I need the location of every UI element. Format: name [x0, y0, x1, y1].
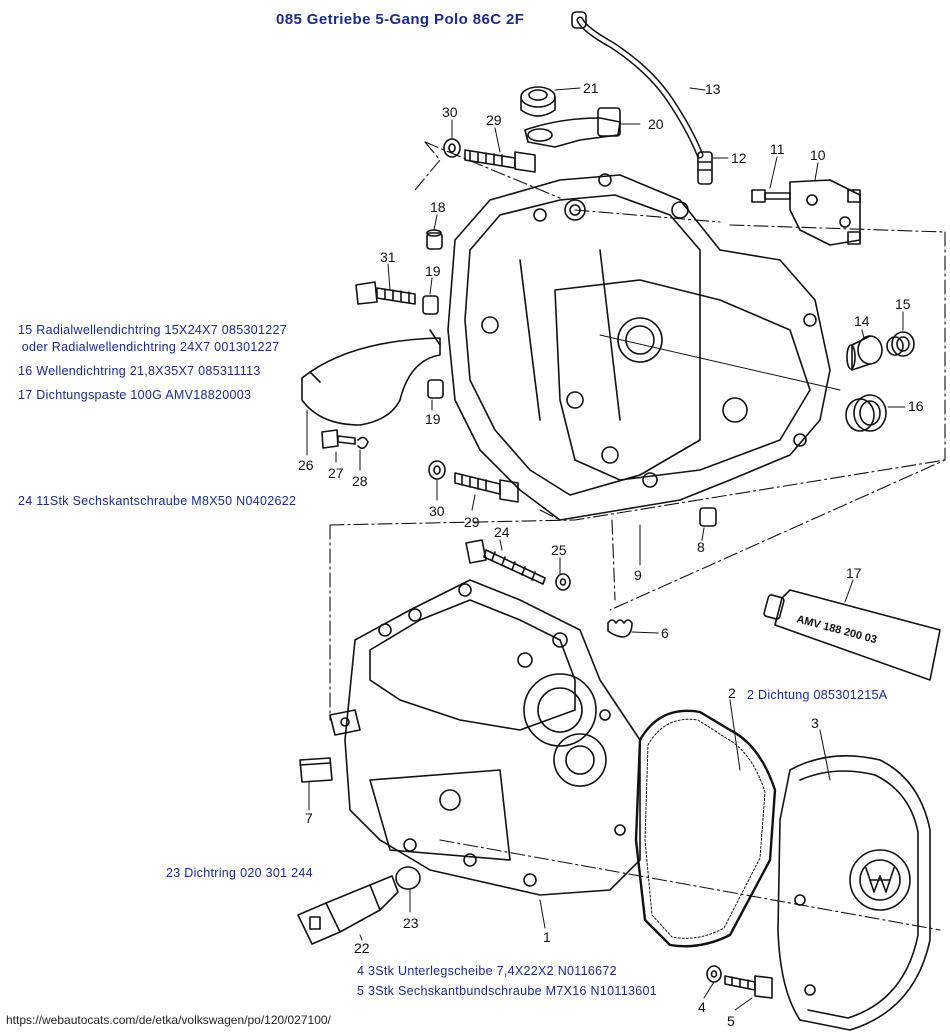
note-23: 23 Dichtring 020 301 244 — [166, 866, 313, 880]
label-30-bottom: 30 — [429, 503, 445, 519]
note-5: 5 3Stk Sechskantbundschraube M7X16 N1011… — [357, 984, 657, 998]
label-14: 14 — [854, 313, 870, 329]
paste-tube-17: AMV 188 200 03 — [763, 589, 941, 681]
note-24: 24 11Stk Sechskantschraube M8X50 N040262… — [18, 494, 297, 508]
note-15b: oder Radialwellendichtring 24X7 00130122… — [18, 340, 280, 354]
block-7 — [299, 757, 333, 783]
bolt-11 — [751, 189, 791, 203]
seal-16 — [845, 394, 887, 432]
bushing-14 — [846, 335, 883, 371]
note-2: 2 Dichtung 085301215A — [747, 688, 888, 702]
note-4: 4 3Stk Unterlegscheibe 7,4X22X2 N0116672 — [357, 964, 617, 978]
bolt-29-bottom — [454, 472, 519, 503]
label-28: 28 — [352, 473, 368, 489]
label-18: 18 — [430, 199, 446, 215]
tube-label: AMV 188 200 03 — [795, 613, 878, 646]
gearbox-housing-1 — [329, 579, 641, 896]
label-31: 31 — [380, 249, 396, 265]
label-27: 27 — [328, 465, 344, 481]
filler-cap-21 — [520, 86, 556, 117]
label-20: 20 — [648, 116, 664, 132]
label-17: 17 — [846, 565, 862, 581]
breather-nipple-12 — [697, 151, 713, 185]
breather-tube-13 — [571, 11, 704, 159]
source-url[interactable]: https://webautocats.com/de/etka/volkswag… — [6, 1013, 331, 1027]
washer-30-bottom — [428, 460, 446, 480]
bolt-31 — [355, 281, 416, 305]
label-26: 26 — [298, 457, 314, 473]
label-19-top: 19 — [425, 263, 441, 279]
note-16: 16 Wellendichtring 21,8X35X7 085311113 — [18, 364, 261, 378]
note-17: 17 Dichtungspaste 100G AMV18820003 — [18, 388, 252, 402]
shield-26 — [301, 329, 441, 426]
washer-4 — [706, 965, 722, 983]
label-3: 3 — [811, 715, 819, 731]
label-13: 13 — [705, 81, 721, 97]
label-12: 12 — [731, 150, 747, 166]
diagram-title: 085 Getriebe 5-Gang Polo 86C 2F — [276, 11, 525, 28]
label-11: 11 — [770, 141, 785, 157]
label-29-bottom: 29 — [464, 514, 480, 530]
label-2: 2 — [728, 685, 736, 701]
label-21: 21 — [583, 80, 599, 96]
label-22: 22 — [354, 940, 370, 956]
bracket-20 — [524, 107, 621, 148]
label-19-mid: 19 — [425, 411, 441, 427]
label-8: 8 — [697, 539, 705, 555]
clip-28 — [357, 436, 369, 450]
label-16: 16 — [908, 398, 924, 414]
gasket-2 — [634, 709, 777, 948]
assembly-lines — [329, 141, 946, 931]
washer-25 — [555, 573, 571, 591]
label-15: 15 — [895, 296, 911, 312]
spring-6 — [607, 619, 633, 638]
part-labels: 21 13 20 12 30 29 11 10 18 31 19 15 14 1… — [298, 80, 924, 1029]
bolt-24 — [465, 539, 546, 585]
label-29-top: 29 — [486, 112, 502, 128]
label-10: 10 — [810, 147, 826, 163]
label-23: 23 — [403, 915, 419, 931]
bolt-29-top — [464, 149, 536, 173]
leader-lines — [306, 87, 906, 1011]
note-15a: 15 Radialwellendichtring 15X24X7 0853012… — [18, 323, 288, 337]
label-25: 25 — [551, 542, 567, 558]
sleeve-19-mid — [427, 379, 444, 399]
label-24: 24 — [494, 524, 510, 540]
bolt-5 — [724, 975, 773, 999]
sealing-ring-23 — [395, 866, 421, 890]
sensor-22 — [297, 875, 399, 945]
cover-3 — [777, 755, 931, 1031]
sleeve-8 — [699, 507, 717, 527]
seal-15 — [886, 331, 915, 357]
label-4: 4 — [698, 999, 706, 1015]
label-6: 6 — [661, 625, 669, 641]
label-30-top: 30 — [442, 104, 458, 120]
clutch-housing — [447, 173, 841, 521]
washer-30-top — [443, 138, 461, 158]
bolt-27 — [321, 429, 356, 449]
sleeve-18 — [426, 229, 443, 250]
label-1: 1 — [543, 929, 551, 945]
label-9: 9 — [634, 567, 642, 583]
label-5: 5 — [727, 1013, 735, 1029]
bracket-10 — [789, 179, 861, 246]
sleeve-19-top — [422, 295, 439, 315]
label-7: 7 — [305, 810, 313, 826]
